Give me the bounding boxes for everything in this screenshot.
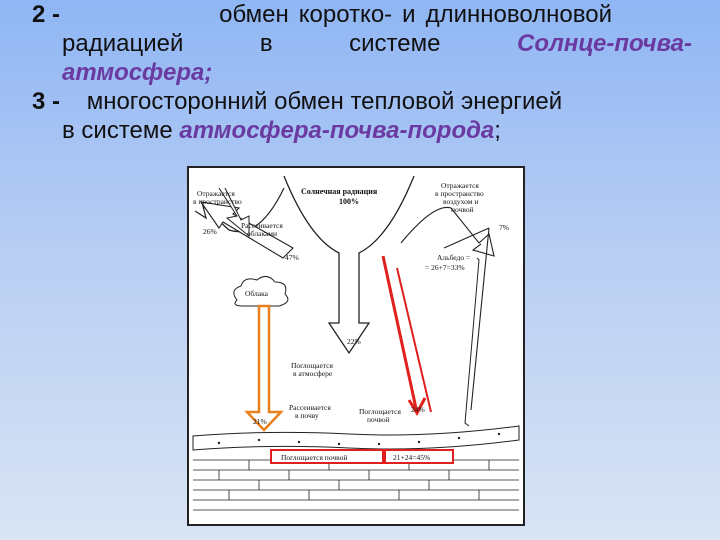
item-2-highlight: Солнце-почва- [517, 29, 692, 58]
item-3: 3 - многосторонний обмен тепловой энерги… [32, 87, 692, 145]
item-2-word: радиацией [62, 29, 183, 58]
item-2-number: 2 - [32, 0, 60, 29]
item-2-word: и [402, 0, 415, 29]
albedo-1: Альбедо = [437, 253, 470, 262]
scatter-soil-arrow [247, 306, 281, 430]
item-2-word: системе [349, 29, 440, 58]
item-2-line-1: 2 - обмен коротко- и длинноволновой [32, 0, 692, 29]
item-2-line-3: атмосфера; [32, 58, 692, 87]
scattered-soil-pct: 21% [253, 417, 267, 426]
slide-text: 2 - обмен коротко- и длинноволновой ради… [32, 0, 692, 145]
radiation-balance-diagram: Солнечная радиация 100% Отражается в про… [187, 166, 525, 526]
direct-radiation-arrow [383, 256, 425, 413]
item-2-highlight-2: атмосфера; [62, 59, 212, 86]
albedo-2: = 26+7=33% [425, 263, 465, 272]
item-2-word: коротко- [299, 0, 392, 29]
absorbed-atm-pct: 22% [347, 337, 361, 346]
soil-surface [193, 426, 519, 450]
scattered-soil-2: в почву [295, 411, 319, 420]
absorbed-soil-2: почвой [367, 415, 390, 424]
reflected-space-2: в пространство [193, 197, 242, 206]
item-3-highlight: атмосфера-почва-порода [179, 117, 494, 144]
direct-pct: 24% [411, 405, 425, 414]
item-3-line-1: 3 - многосторонний обмен тепловой энерги… [32, 87, 692, 116]
reflected-air-4: почвой [451, 205, 474, 214]
absorbed-atm-2: в атмосфере [293, 369, 333, 378]
item-2-word: обмен [219, 0, 289, 29]
soil-layers [193, 460, 519, 510]
item-2: 2 - обмен коротко- и длинноволновой ради… [32, 0, 692, 87]
item-2-word: в [260, 29, 273, 58]
scattered-clouds-2: облаками [247, 229, 277, 238]
diagram-canvas: Солнечная радиация 100% Отражается в про… [189, 168, 523, 524]
bottom-left-label: Поглощается почвой [281, 453, 347, 462]
reflected-space-pct: 26% [203, 227, 217, 236]
solar-pct: 100% [339, 197, 359, 206]
clouds-pct: 47% [285, 253, 299, 262]
item-3-line-2: в системе атмосфера-почва-порода; [32, 116, 692, 145]
bottom-right-label: 21+24=45% [393, 453, 430, 462]
item-2-line-2: радиацией в системе Солнце-почва- [32, 29, 692, 58]
item-2-word: длинноволновой [426, 0, 612, 29]
reflected-air-pct: 7% [499, 223, 509, 232]
clouds-label: Облака [245, 289, 269, 298]
item-3-text: многосторонний обмен тепловой энергией [87, 88, 562, 115]
item-3-number: 3 - [32, 88, 60, 115]
item-3-suffix: ; [494, 117, 501, 144]
item-3-prefix: в системе [62, 117, 173, 144]
solar-title: Солнечная радиация [301, 187, 378, 196]
